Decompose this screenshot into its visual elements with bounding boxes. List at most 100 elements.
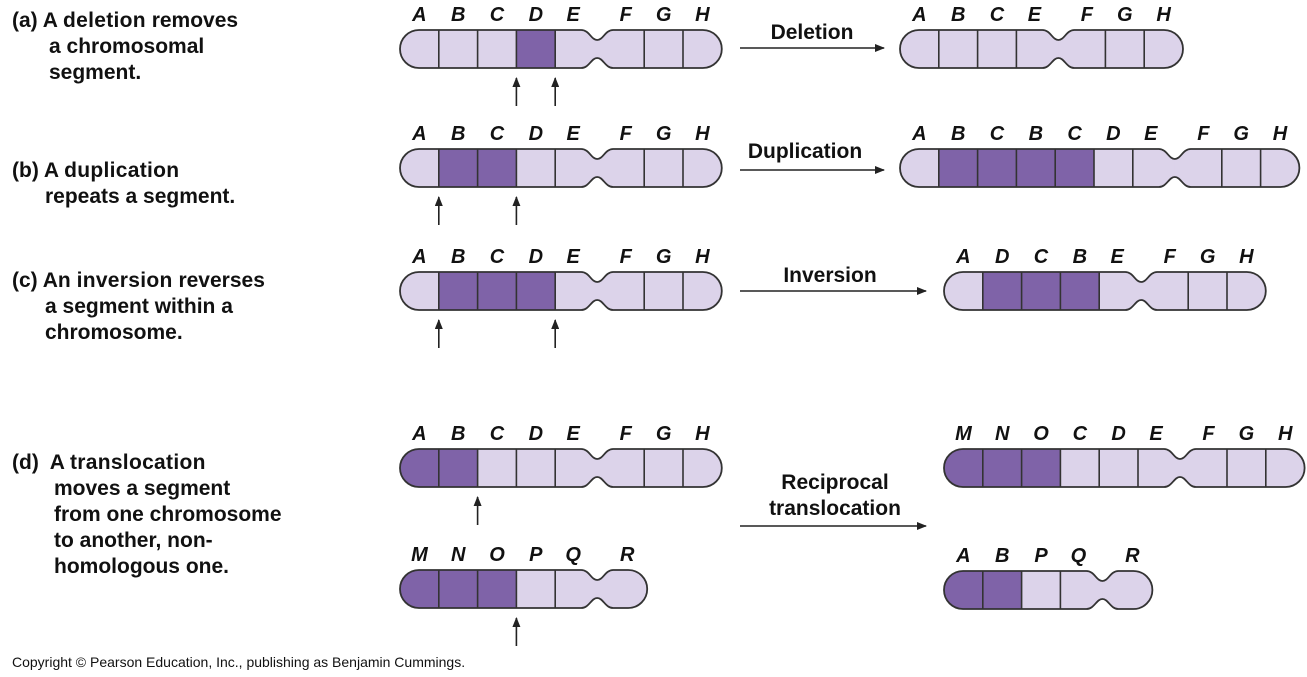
- translocation-original-1-segment-f: [597, 449, 645, 487]
- deletion-result-segment-a: [900, 30, 940, 68]
- deletion-result-gene-label-g: G: [1117, 4, 1133, 26]
- deletion-original-segment-e: [555, 30, 598, 68]
- duplication-original-segment-h: [683, 149, 722, 187]
- panel-b-keyword: duplication: [64, 159, 180, 182]
- translocation-original-1-segment-a: [400, 449, 440, 487]
- translocation-result-1-gene-label-d: D: [1111, 423, 1125, 445]
- inversion-result-gene-label-e: E: [1111, 246, 1125, 268]
- translocation-result-1-segment-o: [1021, 449, 1061, 487]
- translocation-result-1-gene-label-o: O: [1033, 423, 1049, 445]
- translocation-result-1-gene-label-e: E: [1149, 423, 1163, 445]
- inversion-result-segment-c: [1021, 272, 1061, 310]
- translocation-result-1-segment-c: [1060, 449, 1100, 487]
- deletion-original-gene-label-c: C: [490, 4, 505, 26]
- inversion-result-segment-h: [1227, 272, 1266, 310]
- inversion-original-gene-label-f: F: [620, 246, 633, 268]
- panel-c-line-2: chromosome.: [45, 321, 183, 344]
- translocation-result-1-gene-label-g: G: [1239, 423, 1255, 445]
- panel-b-line-1: repeats a segment.: [45, 185, 236, 208]
- translocation-result-1-segment-f: [1180, 449, 1228, 487]
- translocation-original-1-gene-label-c: C: [490, 423, 505, 445]
- deletion-original-segment-h: [683, 30, 722, 68]
- translocation-original-1-gene-label-f: F: [620, 423, 633, 445]
- deletion-original-segment-f: [597, 30, 645, 68]
- translocation-original-2-gene-label-p: P: [529, 544, 543, 566]
- deletion-original-gene-label-g: G: [656, 4, 672, 26]
- inversion-original-gene-label-d: D: [529, 246, 543, 268]
- panel-d-prefix: A: [49, 451, 70, 474]
- duplication-result-segment-h: [1260, 149, 1300, 187]
- translocation-original-1-segment-g: [644, 449, 684, 487]
- translocation-arrow-label: Reciprocal translocation: [740, 470, 930, 522]
- inversion-result-gene-label-d: D: [995, 246, 1009, 268]
- translocation-original-1-outline: [399, 448, 723, 488]
- translocation-result-1-gene-label-f: F: [1202, 423, 1215, 445]
- inversion-result-segment-g: [1188, 272, 1228, 310]
- translocation-result-1-gene-label-m: M: [955, 423, 973, 445]
- deletion-result-gene-label-f: F: [1081, 4, 1094, 26]
- translocation-result-2-segment-b: [982, 571, 1023, 609]
- translocation-original-1-segment-h: [683, 449, 722, 487]
- inversion-original-segment-h: [683, 272, 722, 310]
- inversion-original-segment-c: [477, 272, 517, 310]
- translocation-original-1-segment-e: [555, 449, 598, 487]
- inversion-original-gene-label-h: H: [695, 246, 710, 268]
- duplication-original-segment-e: [555, 149, 598, 187]
- inversion-result-gene-label-h: H: [1239, 246, 1254, 268]
- deletion-result-gene-label-b: B: [951, 4, 965, 26]
- translocation-label-line-2: translocation: [769, 497, 901, 520]
- deletion-result-segment-f: [1058, 30, 1106, 68]
- duplication-result-segment-c: [1055, 149, 1095, 187]
- inversion-original-gene-label-b: B: [451, 246, 465, 268]
- deletion-original-outline: [399, 29, 723, 69]
- translocation-original-2-segment-r: [597, 570, 648, 608]
- duplication-original-gene-label-h: H: [695, 123, 710, 145]
- duplication-result-gene-label-a: A: [911, 123, 926, 145]
- inversion-result-segment-d: [982, 272, 1023, 310]
- deletion-result-gene-label-h: H: [1156, 4, 1171, 26]
- translocation-result-2-segment-r: [1102, 571, 1153, 609]
- duplication-result-gene-label-c: C: [1067, 123, 1082, 145]
- deletion-original-gene-label-e: E: [567, 4, 581, 26]
- inversion-original-outline: [399, 271, 723, 311]
- deletion-original-segment-d: [516, 30, 556, 68]
- translocation-result-1-outline: [943, 448, 1306, 488]
- inversion-original-segment-g: [644, 272, 684, 310]
- inversion-result-segment-b: [1060, 272, 1100, 310]
- panel-c-keyword: inversion: [76, 269, 173, 292]
- translocation-original-1-segment-b: [438, 449, 479, 487]
- translocation-label-line-1: Reciprocal: [781, 471, 889, 494]
- duplication-result-segment-a: [900, 149, 940, 187]
- duplication-result-gene-label-b: B: [1029, 123, 1043, 145]
- translocation-result-1-gene-label-h: H: [1278, 423, 1293, 445]
- translocation-original-2-segment-n: [438, 570, 479, 608]
- inversion-original-gene-label-g: G: [656, 246, 672, 268]
- duplication-original-gene-label-b: B: [451, 123, 465, 145]
- duplication-original-gene-label-f: F: [620, 123, 633, 145]
- inversion-original-gene-label-c: C: [490, 246, 505, 268]
- inversion-result-gene-label-g: G: [1200, 246, 1216, 268]
- deletion-result-segment-e: [1016, 30, 1059, 68]
- duplication-result-segment-c: [977, 149, 1017, 187]
- inversion-result-segment-a: [944, 272, 984, 310]
- inversion-original-segment-f: [597, 272, 645, 310]
- translocation-result-2-gene-label-b: B: [995, 545, 1009, 567]
- duplication-result-segment-g: [1221, 149, 1262, 187]
- panel-c-description: (c) An inversion reverses a segment with…: [12, 268, 265, 346]
- panel-a-keyword: deletion: [62, 9, 146, 32]
- duplication-result-gene-label-h: H: [1273, 123, 1288, 145]
- inversion-original-gene-label-a: A: [411, 246, 426, 268]
- translocation-result-2-gene-label-a: A: [955, 545, 970, 567]
- translocation-original-1-gene-label-h: H: [695, 423, 710, 445]
- deletion-label-text: Deletion: [770, 21, 854, 44]
- deletion-original-segment-a: [400, 30, 440, 68]
- translocation-result-1-segment-m: [944, 449, 984, 487]
- translocation-result-2-gene-label-p: P: [1034, 545, 1048, 567]
- duplication-result-segment-d: [1094, 149, 1134, 187]
- panel-b-description: (b) A duplication repeats a segment.: [12, 158, 235, 210]
- duplication-original-segment-b: [438, 149, 479, 187]
- translocation-original-2-gene-label-q: Q: [565, 544, 581, 566]
- inversion-result-segment-f: [1141, 272, 1189, 310]
- inversion-original-segment-a: [400, 272, 440, 310]
